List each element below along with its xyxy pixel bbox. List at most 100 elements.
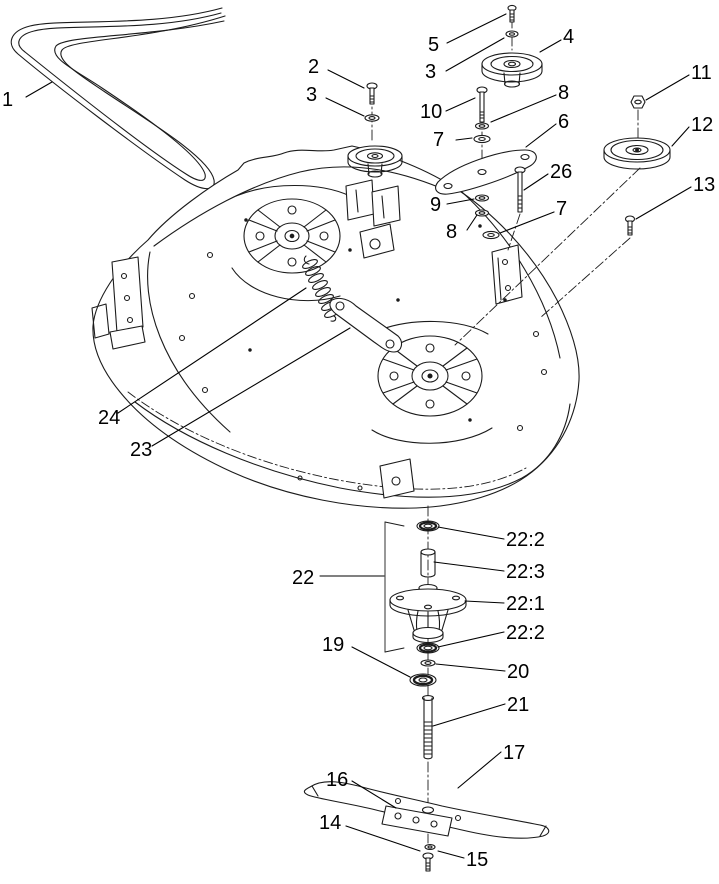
- spindle-opening-left: [243, 198, 341, 274]
- leader-line-7-top: [455, 137, 473, 141]
- callout-label-20: 20: [507, 661, 530, 683]
- bearing-22-2-bottom-drawing: [416, 642, 440, 654]
- callout-label-17: 17: [503, 742, 526, 764]
- callout-label-22-2b: 22:2: [506, 622, 545, 644]
- idler-pulley-drawing: [347, 145, 403, 178]
- callout-label-1: 1: [2, 89, 14, 111]
- belt-drawing: [10, 7, 226, 190]
- callout-label-2: 2: [308, 56, 320, 78]
- right-pulley-assembly: [603, 95, 671, 236]
- leader-line-14: [345, 825, 421, 852]
- callout-label-22-2a: 22:2: [506, 529, 545, 551]
- callout-label-7-mid: 7: [556, 198, 568, 220]
- callout-label-16: 16: [326, 769, 349, 791]
- callout-label-3-top: 3: [425, 61, 437, 83]
- nut-11-drawing: [630, 95, 646, 109]
- callout-label-6: 6: [558, 111, 570, 133]
- spacer-22-3-drawing: [420, 548, 436, 578]
- bolt-13-drawing: [624, 215, 636, 236]
- leader-line-6: [525, 123, 557, 148]
- callout-label-26: 26: [550, 161, 573, 183]
- callout-label-22-1: 22:1: [506, 593, 545, 615]
- washer-9-drawing: [474, 194, 490, 202]
- leader-line-5: [446, 13, 507, 44]
- pulley-4-drawing: [481, 52, 543, 88]
- spring-drawing: [302, 255, 340, 322]
- left-idler-pulley-assembly: [347, 82, 403, 178]
- washer-15-drawing: [424, 844, 436, 850]
- washer-3-left-drawing: [364, 114, 380, 122]
- idler-arm-6-assembly: [435, 86, 537, 240]
- callout-label-7-top: 7: [433, 129, 445, 151]
- leader-line-16: [351, 780, 397, 809]
- bolt-26-drawing: [514, 166, 526, 213]
- callout-label-14: 14: [319, 812, 342, 834]
- blade-17-drawing: [303, 781, 550, 839]
- leader-line-22-1: [464, 600, 505, 604]
- callout-label-22: 22: [292, 567, 315, 589]
- callout-label-12: 12: [691, 114, 714, 136]
- bolt-5-drawing: [507, 4, 517, 23]
- washer-20-drawing: [420, 659, 436, 667]
- pulley-12-drawing: [603, 137, 671, 170]
- leader-line-4: [539, 39, 562, 53]
- leader-line-17: [457, 751, 502, 789]
- bolt-14-drawing: [422, 852, 434, 872]
- top-pulley-assembly: [481, 4, 543, 88]
- right-bracket: [491, 244, 523, 305]
- callout-label-4: 4: [563, 26, 575, 48]
- callout-label-22-3: 22:3: [506, 561, 545, 583]
- bearing-19-drawing: [409, 673, 437, 687]
- idler-arm-drawing: [329, 297, 403, 353]
- callout-label-3-left: 3: [306, 84, 318, 106]
- spindle-assembly: [384, 520, 467, 760]
- deck-holes: [178, 218, 548, 491]
- callout-label-23: 23: [130, 439, 153, 461]
- leader-line-11: [645, 74, 690, 101]
- assembly-bracket-line: [384, 521, 405, 653]
- leader-lines: [25, 13, 692, 859]
- shaft-21-drawing: [421, 695, 435, 760]
- leader-line-10: [445, 97, 476, 112]
- leader-line-21: [432, 703, 506, 727]
- callout-label-13: 13: [693, 174, 716, 196]
- arm-6-drawing: [435, 149, 537, 195]
- callout-label-9: 9: [430, 194, 442, 216]
- deck-drawing: [91, 145, 580, 509]
- leader-line-26: [523, 173, 549, 191]
- washer-8-top-drawing: [474, 122, 490, 130]
- leader-line-9: [446, 198, 475, 205]
- callout-label-8-top: 8: [558, 82, 570, 104]
- callout-label-19: 19: [322, 634, 345, 656]
- leader-line-12: [671, 126, 690, 147]
- leader-line-8-mid: [466, 214, 478, 231]
- spindle-opening-right: [377, 335, 483, 417]
- housing-22-1-drawing: [389, 583, 467, 644]
- washer-3-top-drawing: [505, 30, 519, 38]
- callout-label-10: 10: [420, 101, 443, 123]
- bolt-2-drawing: [366, 82, 378, 105]
- blade-assembly: [303, 781, 550, 872]
- leader-line-23: [151, 327, 351, 447]
- leader-line-3-left: [325, 97, 365, 117]
- callout-label-11: 11: [691, 62, 712, 84]
- washer-7-mid-drawing: [482, 230, 500, 240]
- left-bracket: [91, 256, 146, 350]
- leader-line-3-top: [445, 37, 505, 72]
- callout-label-21: 21: [507, 694, 530, 716]
- leader-line-7-mid: [499, 211, 555, 234]
- washer-7-top-drawing: [473, 134, 491, 144]
- leader-line-15: [437, 850, 465, 859]
- washer-8-mid-drawing: [474, 209, 490, 217]
- callout-label-5: 5: [428, 34, 440, 56]
- leader-line-1: [25, 81, 53, 98]
- callout-label-8-mid: 8: [446, 221, 458, 243]
- callout-label-15: 15: [466, 849, 489, 871]
- belt-guide-plates: [345, 179, 401, 259]
- leader-line-13: [635, 186, 692, 220]
- leader-line-20: [435, 663, 506, 672]
- leader-line-24: [117, 287, 307, 414]
